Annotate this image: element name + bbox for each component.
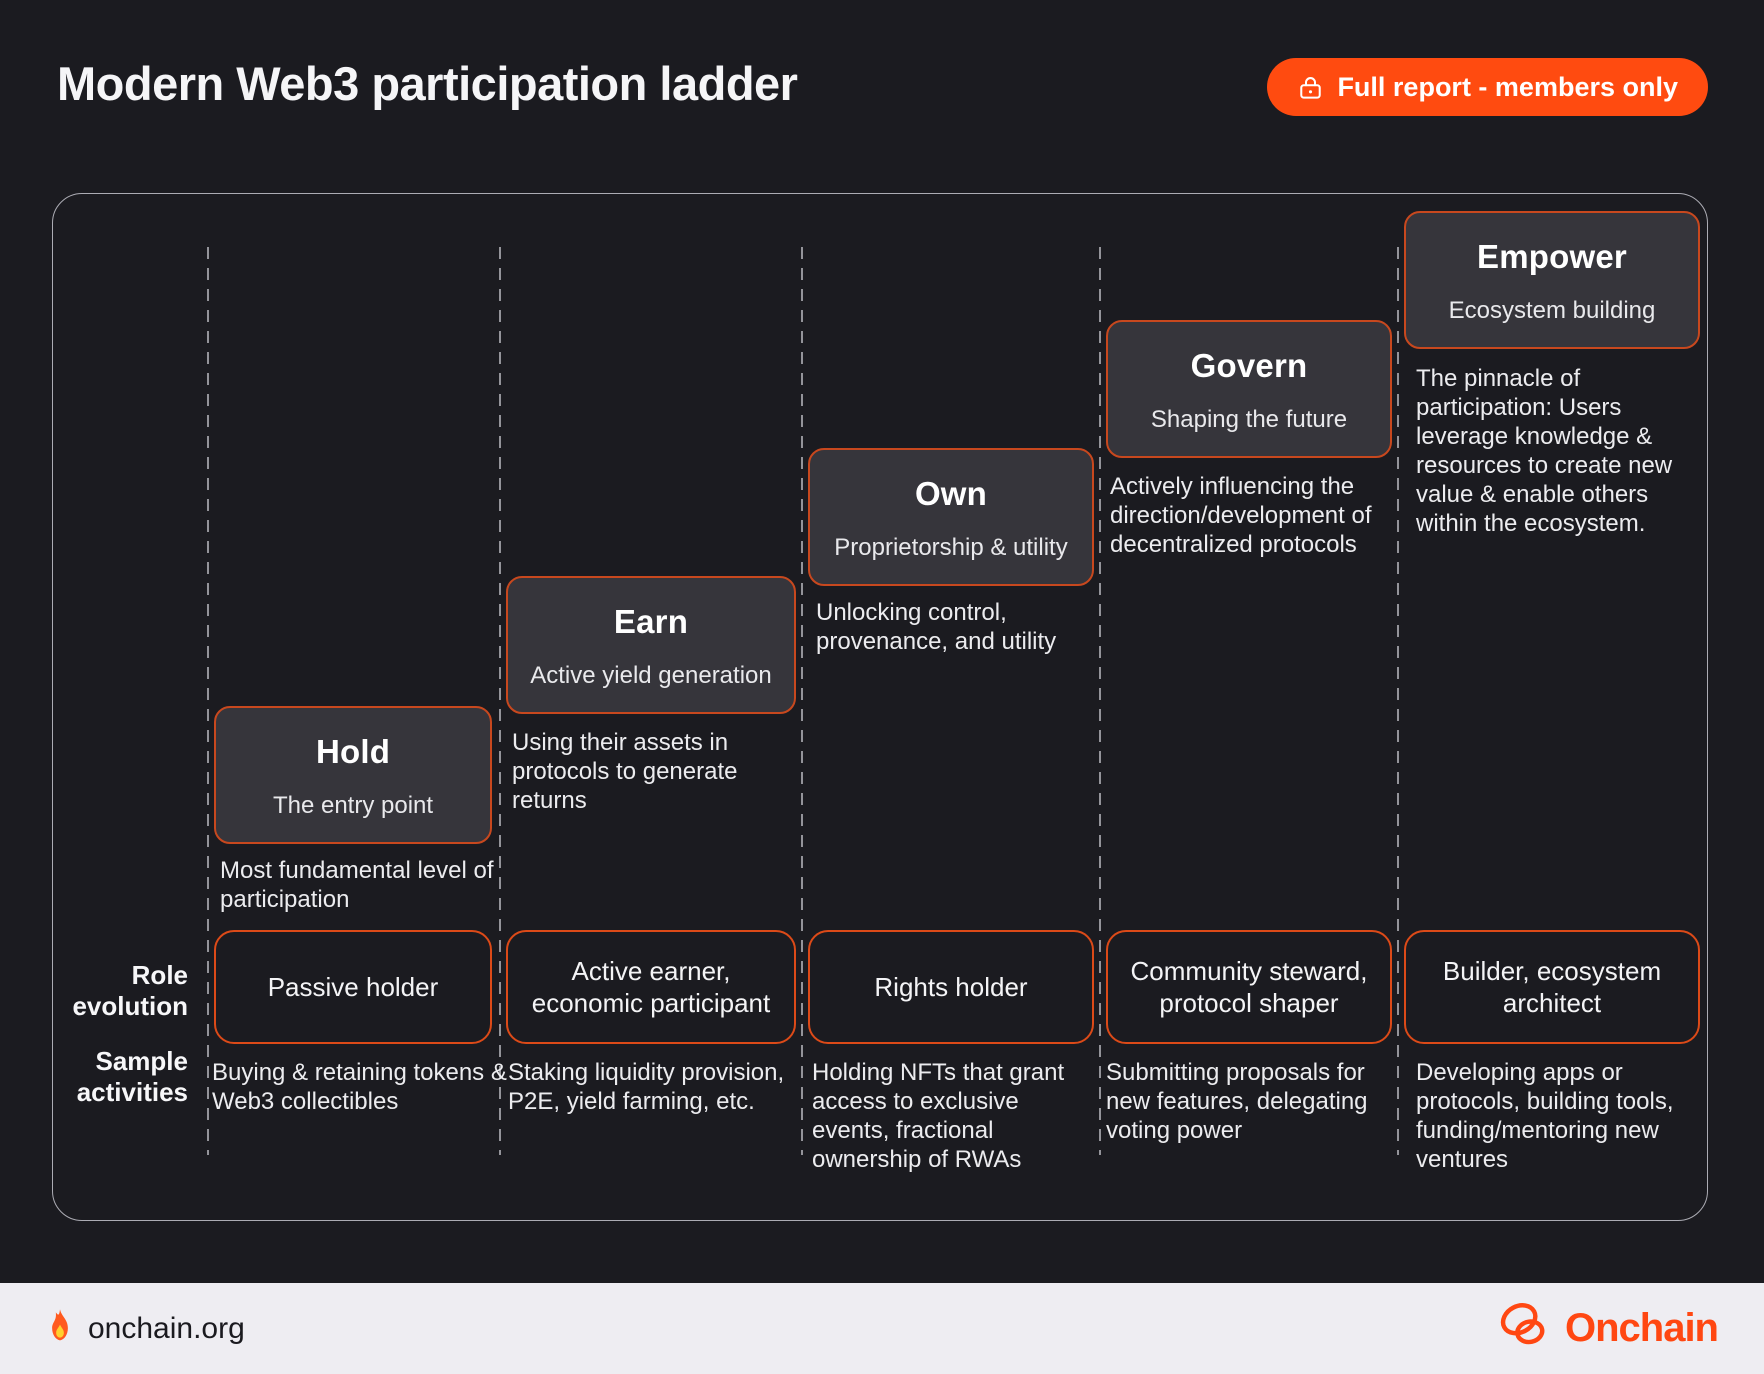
ladder-step-govern: Govern Shaping the future: [1106, 320, 1392, 458]
step-description-hold: Most fundamental level of participation: [220, 857, 494, 913]
onchain-logo: Onchain: [1495, 1299, 1719, 1358]
step-title: Govern: [1190, 347, 1308, 384]
ladder-step-hold: Hold The entry point: [214, 706, 492, 844]
page-title: Modern Web3 participation ladder: [57, 57, 798, 110]
role-box-earn: Active earner, economic participant: [506, 930, 796, 1044]
column-divider: [1397, 247, 1399, 1155]
step-subtitle: Proprietorship & utility: [834, 534, 1068, 561]
activities-earn: Staking liquidity provision, P2E, yield …: [508, 1059, 785, 1115]
role-box-empower: Builder, ecosystem architect: [1404, 930, 1700, 1044]
step-description-earn: Using their assets in protocols to gener…: [512, 729, 738, 814]
step-description-empower: The pinnacle of participation: Users lev…: [1416, 365, 1673, 537]
site-link[interactable]: onchain.org: [46, 1307, 245, 1351]
step-description-govern: Actively influencing the direction/devel…: [1110, 473, 1372, 558]
step-title: Earn: [613, 603, 689, 640]
activities-own: Holding NFTs that grant access to exclus…: [812, 1059, 1065, 1173]
activities-empower: Developing apps or protocols, building t…: [1416, 1059, 1674, 1173]
role-evolution-label: Role evolution: [72, 960, 188, 1021]
ladder-step-own: Own Proprietorship & utility: [808, 448, 1094, 586]
step-title: Hold: [315, 733, 391, 770]
flame-icon: [46, 1307, 74, 1351]
ladder-step-earn: Earn Active yield generation: [506, 576, 796, 714]
step-description-own: Unlocking control, provenance, and utili…: [816, 599, 1057, 655]
activities-govern: Submitting proposals for new features, d…: [1106, 1059, 1368, 1144]
activities-hold: Buying & retaining tokens & Web3 collect…: [212, 1059, 507, 1115]
column-divider: [499, 247, 501, 1155]
footer: onchain.org Onchain: [0, 1283, 1764, 1374]
step-title: Empower: [1477, 238, 1627, 275]
step-title: Own: [914, 475, 988, 512]
role-box-own: Rights holder: [808, 930, 1094, 1044]
site-url: onchain.org: [88, 1311, 245, 1345]
onchain-wordmark: Onchain: [1564, 1306, 1719, 1350]
ladder-step-empower: Empower Ecosystem building: [1404, 211, 1700, 349]
onchain-knot-icon: [1495, 1299, 1553, 1358]
step-subtitle: Shaping the future: [1150, 406, 1348, 433]
ladder-panel: [52, 193, 1708, 1221]
lock-icon: [1297, 74, 1324, 101]
column-divider: [801, 247, 803, 1155]
step-subtitle: Active yield generation: [530, 662, 772, 689]
step-subtitle: Ecosystem building: [1448, 297, 1656, 324]
role-box-hold: Passive holder: [214, 930, 492, 1044]
full-report-button[interactable]: Full report - members only: [1267, 58, 1708, 116]
full-report-button-label: Full report - members only: [1337, 71, 1678, 102]
column-divider: [1099, 247, 1101, 1155]
column-divider: [207, 247, 209, 1155]
sample-activities-label: Sample activities: [76, 1046, 188, 1107]
role-box-govern: Community steward, protocol shaper: [1106, 930, 1392, 1044]
step-subtitle: The entry point: [272, 792, 434, 819]
